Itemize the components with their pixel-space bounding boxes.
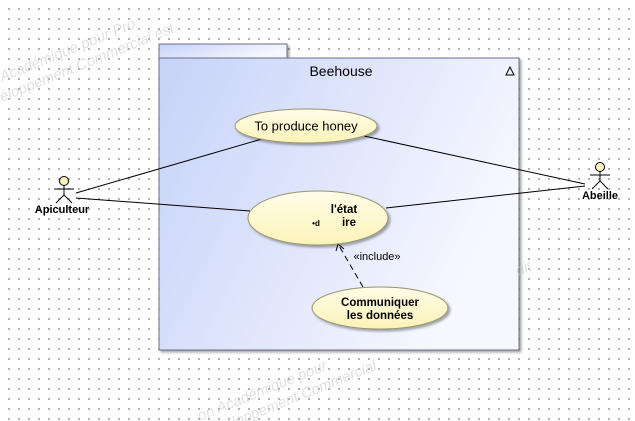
association-state-abeille[interactable] (385, 185, 586, 209)
usecase-communicate-line1: Communiquer (341, 297, 419, 309)
actor-apiculteur-label: Apiculteur (35, 204, 90, 216)
package-title: Beehouse (309, 63, 372, 79)
usecase-communicate-data[interactable]: Communiquer les données (311, 286, 449, 330)
include-dependency[interactable] (337, 243, 364, 288)
usecase-produce-honey-label: To produce honey (254, 119, 358, 134)
actor-abeille-label: Abeille (582, 190, 618, 202)
actor-apiculteur[interactable]: Apiculteur (35, 176, 90, 217)
usecase-state-line2a: •d (312, 219, 320, 228)
association-apiculteur-state[interactable] (75, 197, 251, 212)
usecase-produce-honey[interactable]: To produce honey (234, 108, 378, 144)
triangle-up-icon[interactable] (505, 65, 515, 76)
include-label: «include» (353, 251, 400, 263)
usecase-state-line2b: ire (342, 217, 356, 229)
usecase-state-line1: l'état (331, 204, 358, 216)
association-produce-honey-abeille[interactable] (363, 135, 586, 185)
usecase-communicate-line2: les données (347, 310, 413, 322)
association-apiculteur-produce-honey[interactable] (75, 138, 263, 194)
usecase-state[interactable]: l'état •d ire (247, 190, 389, 246)
actor-abeille[interactable]: Abeille (582, 162, 618, 203)
stick-figure-icon (590, 162, 610, 190)
package-tab (158, 43, 288, 59)
watermark-text: dit (513, 258, 535, 280)
stick-figure-icon (54, 176, 74, 204)
